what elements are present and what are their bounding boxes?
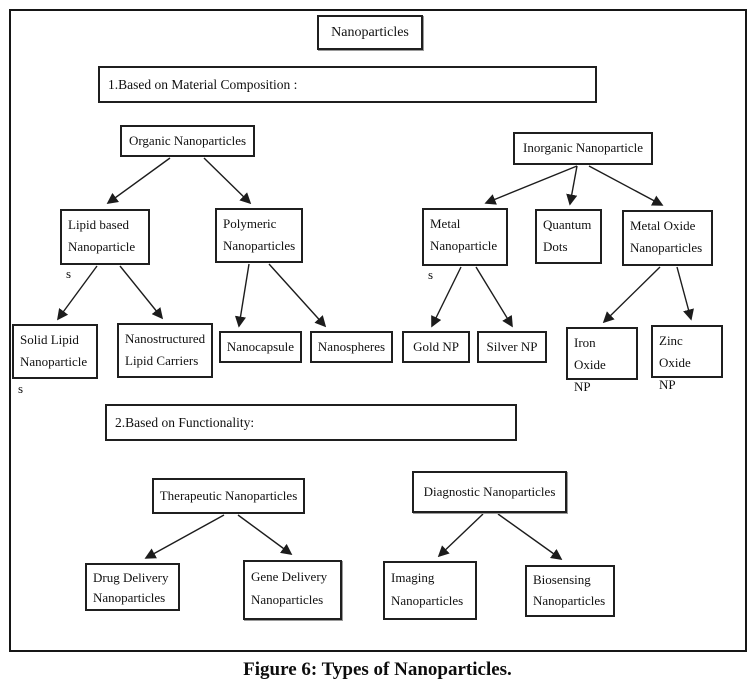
diagram-border — [9, 9, 747, 652]
section-functionality: 2.Based on Functionality: — [105, 404, 517, 441]
overflow-letter-metal: s — [428, 267, 434, 282]
node-nanostructured-lipid-carriers: Nanostructured Lipid Carriers — [117, 323, 213, 378]
node-nanocapsule: Nanocapsule — [219, 331, 302, 363]
node-imaging-nanoparticles: Imaging Nanoparticles — [383, 561, 477, 620]
node-metal-oxide-nanoparticles: Metal Oxide Nanoparticles — [622, 210, 713, 266]
node-gold-np: Gold NP — [402, 331, 470, 363]
node-quantum-dots: Quantum Dots — [535, 209, 602, 264]
node-organic-nanoparticles: Organic Nanoparticles — [120, 125, 255, 157]
overflow-letter-solid-lipid: s — [18, 381, 24, 396]
section-material-composition: 1.Based on Material Composition : — [98, 66, 597, 103]
node-diagnostic-nanoparticles: Diagnostic Nanoparticles — [412, 471, 567, 513]
overflow-letter-lipid: s — [66, 266, 72, 281]
node-biosensing-nanoparticles: Biosensing Nanoparticles — [525, 565, 615, 617]
node-drug-delivery-nanoparticles: Drug Delivery Nanoparticles — [85, 563, 180, 611]
node-silver-np: Silver NP — [477, 331, 547, 363]
node-solid-lipid-nanoparticles: Solid Lipid Nanoparticle — [12, 324, 98, 379]
node-gene-delivery-nanoparticles: Gene Delivery Nanoparticles — [243, 560, 342, 620]
node-iron-oxide-np: Iron Oxide NP — [566, 327, 638, 394]
node-therapeutic-nanoparticles: Therapeutic Nanoparticles — [152, 478, 305, 514]
node-inorganic-nanoparticle: Inorganic Nanoparticle — [513, 132, 653, 165]
figure-caption: Figure 6: Types of Nanoparticles. — [243, 659, 512, 680]
node-nanospheres: Nanospheres — [310, 331, 393, 363]
node-nanoparticles-root: Nanoparticles — [317, 15, 423, 50]
node-metal-nanoparticles: Metal Nanoparticle — [422, 208, 508, 266]
node-zinc-oxide-np: Zinc Oxide NP — [651, 325, 723, 392]
node-polymeric-nanoparticles: Polymeric Nanoparticles — [215, 208, 303, 263]
node-lipid-based-nanoparticles: Lipid based Nanoparticle — [60, 209, 150, 265]
